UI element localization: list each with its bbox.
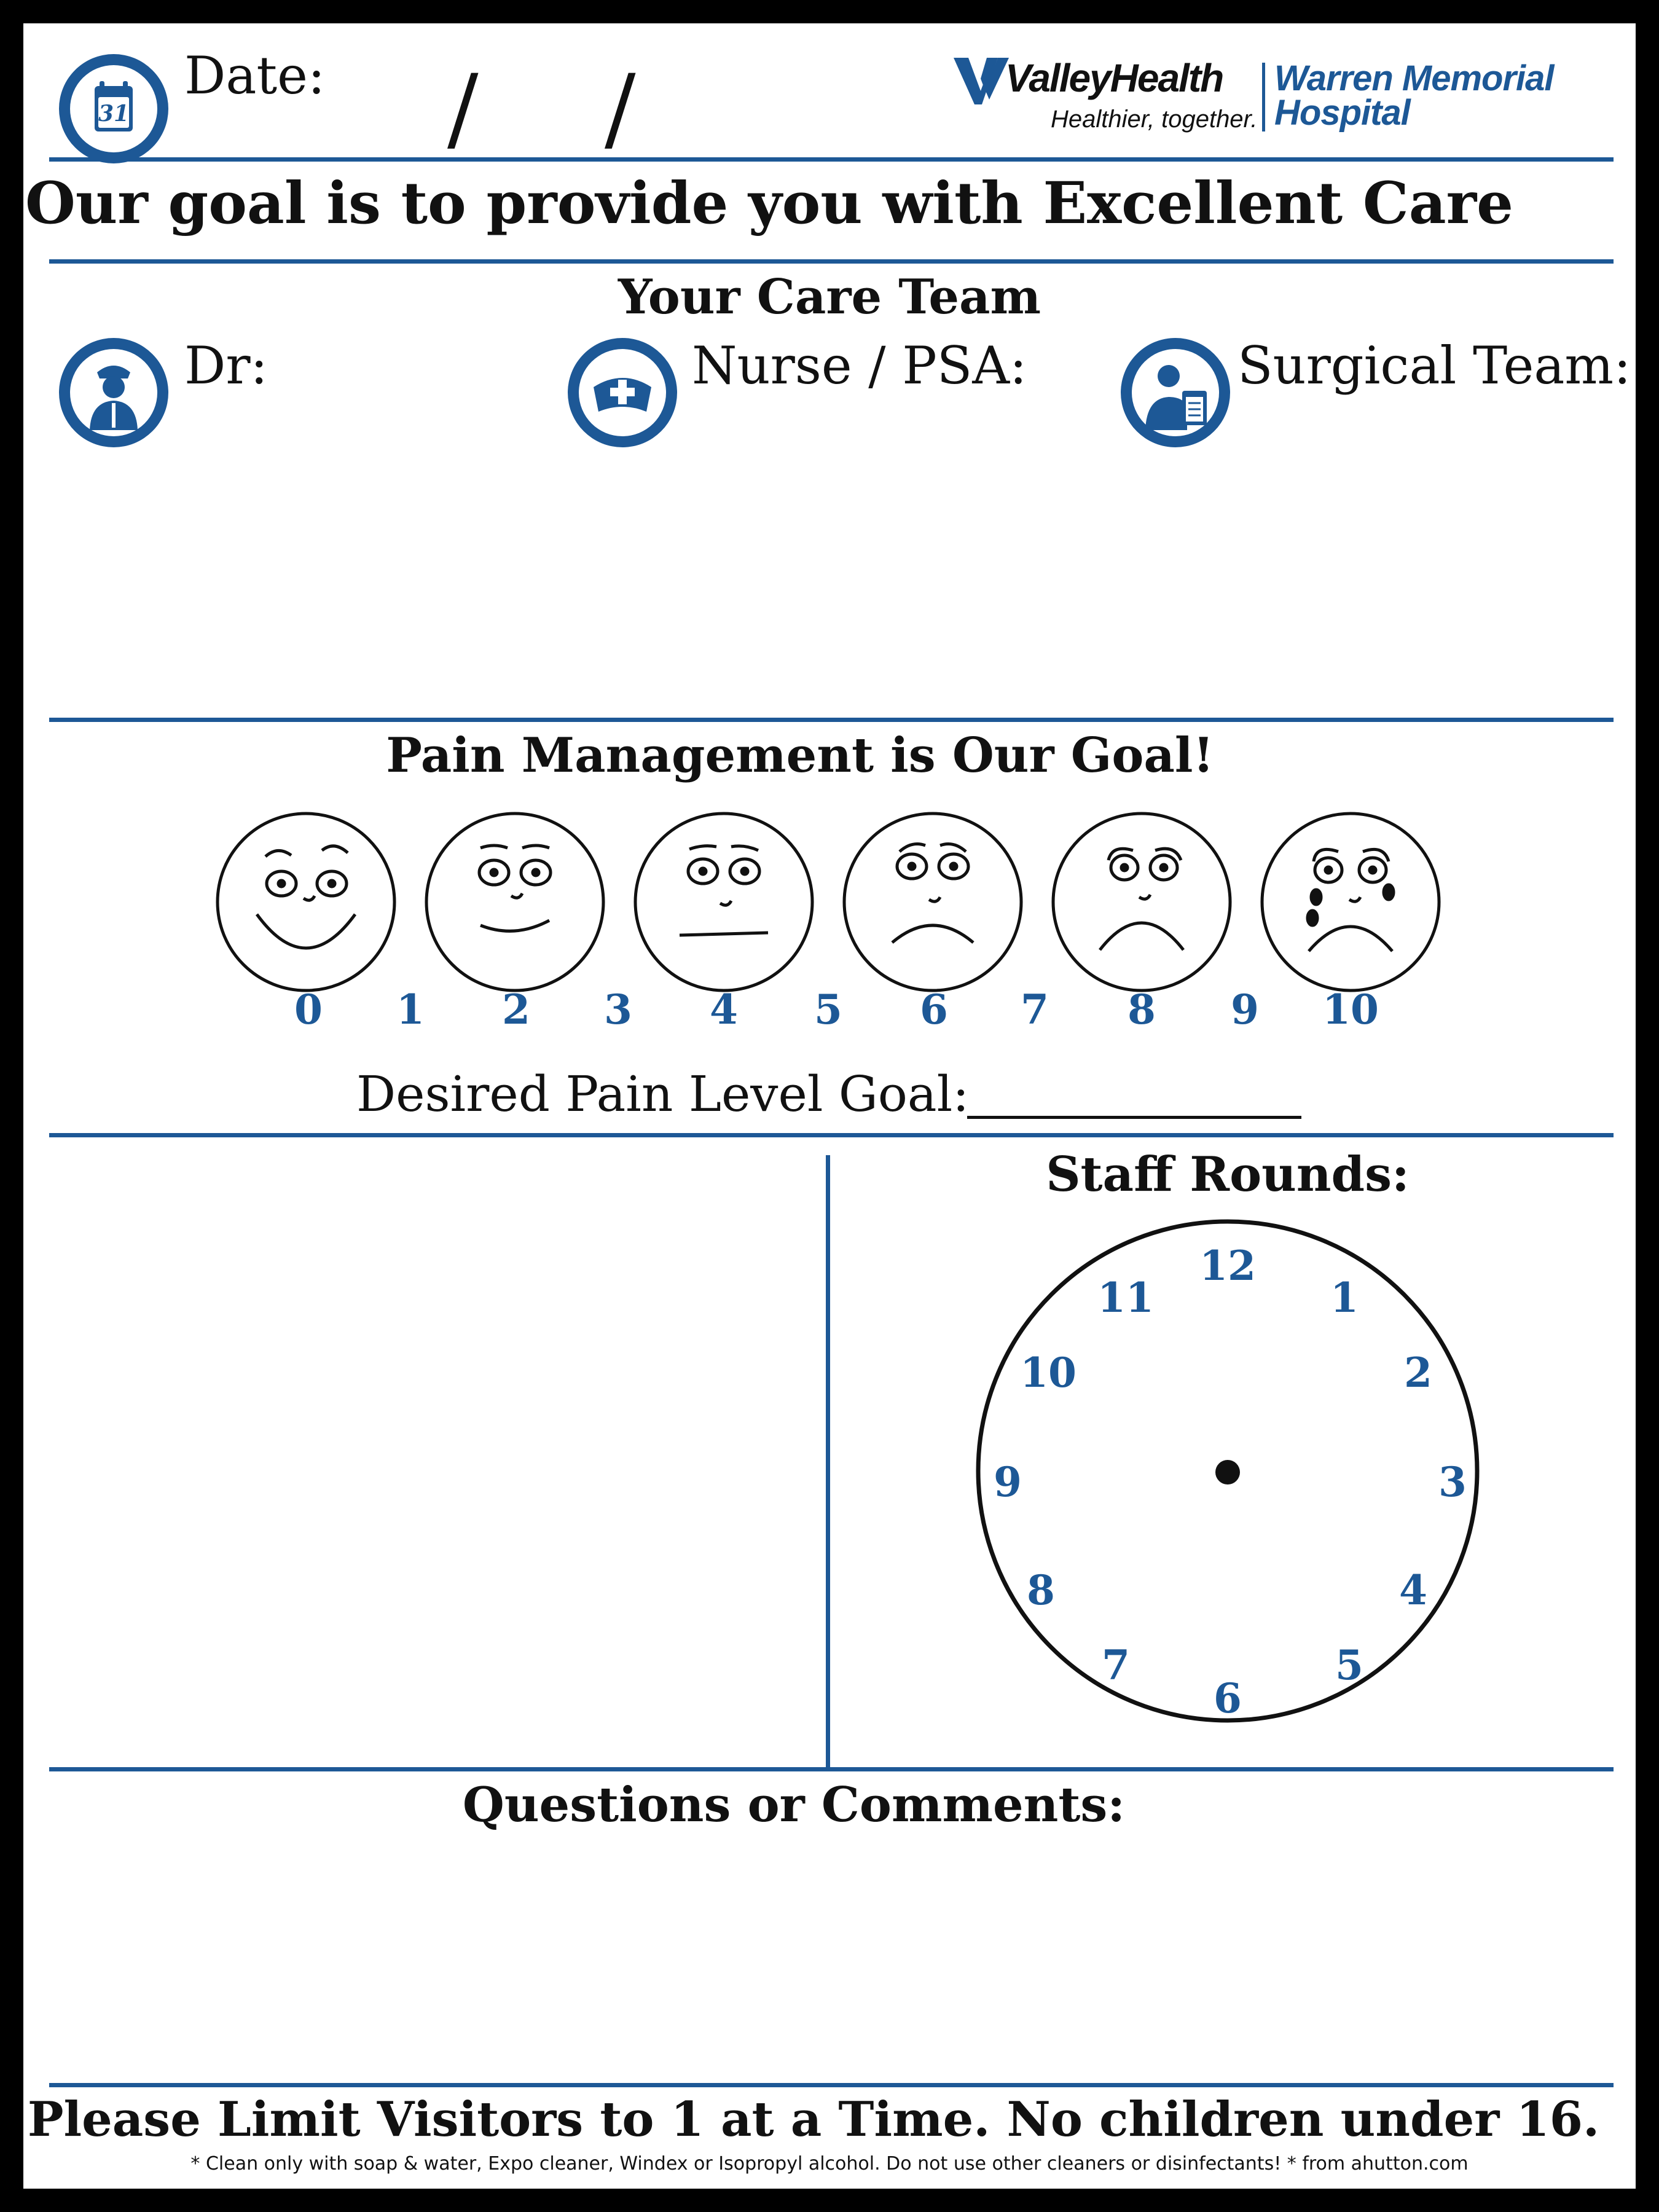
divider-care-team xyxy=(49,718,1614,722)
pain-level-4: 4 xyxy=(710,986,738,1033)
clock-face xyxy=(976,1219,1480,1723)
date-separator-2: / xyxy=(605,55,636,162)
logo-divider xyxy=(1262,63,1265,131)
questions-area[interactable] xyxy=(60,1848,1596,2094)
clock-number-7: 7 xyxy=(1102,1641,1130,1689)
questions-title: Questions or Comments: xyxy=(462,1777,1126,1833)
clock-number-5: 5 xyxy=(1335,1641,1363,1689)
pain-face-0 xyxy=(216,812,396,992)
pain-level-1: 1 xyxy=(396,986,425,1033)
pain-face-2 xyxy=(425,812,605,992)
pain-level-6: 6 xyxy=(920,986,948,1033)
divider-pain xyxy=(49,1133,1614,1137)
pain-face-4 xyxy=(633,812,814,992)
pain-face-10 xyxy=(1260,812,1441,992)
clock-number-10: 10 xyxy=(1020,1349,1077,1397)
brand-tagline: Healthier, together. xyxy=(1051,106,1258,133)
clock-number-4: 4 xyxy=(1399,1566,1427,1614)
pain-goal-label: Desired Pain Level Goal: xyxy=(356,1065,970,1123)
calendar-icon: 31 xyxy=(59,54,168,163)
divider-goal xyxy=(49,259,1614,264)
pain-level-7: 7 xyxy=(1021,986,1049,1033)
care-team-title: Your Care Team xyxy=(618,269,1041,325)
pain-level-3: 3 xyxy=(604,986,632,1033)
calendar-day: 31 xyxy=(98,101,130,127)
clock-number-3: 3 xyxy=(1438,1458,1467,1506)
hospital-name-line-1: Warren Memorial xyxy=(1274,58,1555,98)
notes-area[interactable] xyxy=(60,1148,810,1768)
pain-face-8 xyxy=(1051,812,1232,992)
surgical-team-icon xyxy=(1121,338,1230,447)
pain-title: Pain Management is Our Goal! xyxy=(386,728,1214,783)
clock-number-6: 6 xyxy=(1214,1674,1242,1722)
clock-number-1: 1 xyxy=(1330,1274,1359,1322)
pain-level-5: 5 xyxy=(814,986,842,1033)
clock-number-11: 11 xyxy=(1097,1274,1154,1322)
staff-rounds-title: Staff Rounds: xyxy=(1046,1147,1410,1202)
pain-face-6 xyxy=(842,812,1023,992)
clock-number-12: 12 xyxy=(1199,1242,1256,1290)
pain-level-0: 0 xyxy=(294,986,323,1033)
pain-level-9: 9 xyxy=(1231,986,1259,1033)
hospital-name-line-2: Hospital xyxy=(1274,93,1411,133)
clock-number-8: 8 xyxy=(1027,1566,1055,1614)
pain-goal-blank[interactable] xyxy=(967,1116,1301,1119)
visitor-policy: Please Limit Visitors to 1 at a Time. No… xyxy=(27,2092,1600,2147)
date-separator-1: / xyxy=(447,55,479,162)
nurse-cap-icon xyxy=(568,338,677,447)
clock-center-dot xyxy=(1215,1460,1240,1484)
nurse-label: Nurse / PSA: xyxy=(692,335,1027,396)
clock-number-2: 2 xyxy=(1404,1349,1432,1397)
brand-name: ValleyHealth xyxy=(1005,56,1224,100)
doctor-label: Dr: xyxy=(184,335,268,396)
pain-faces xyxy=(216,812,1441,992)
doctor-icon xyxy=(59,338,168,447)
pain-level-10: 10 xyxy=(1322,986,1379,1033)
date-label: Date: xyxy=(184,45,326,106)
divider-questions xyxy=(49,2083,1614,2087)
center-divider xyxy=(826,1155,830,1767)
patient-whiteboard: 31 Date: / / ValleyHealth Healthier, tog… xyxy=(23,23,1636,2189)
goal-banner: Our goal is to provide you with Excellen… xyxy=(25,170,1513,237)
cleaning-note: * Clean only with soap & water, Expo cle… xyxy=(190,2153,1469,2175)
pain-level-2: 2 xyxy=(502,986,530,1033)
surgical-team-label: Surgical Team: xyxy=(1237,335,1631,396)
pain-level-8: 8 xyxy=(1128,986,1156,1033)
clock-number-9: 9 xyxy=(994,1458,1022,1506)
valley-health-v-icon xyxy=(954,58,1009,104)
divider-top xyxy=(49,157,1614,162)
divider-rounds xyxy=(49,1767,1614,1771)
